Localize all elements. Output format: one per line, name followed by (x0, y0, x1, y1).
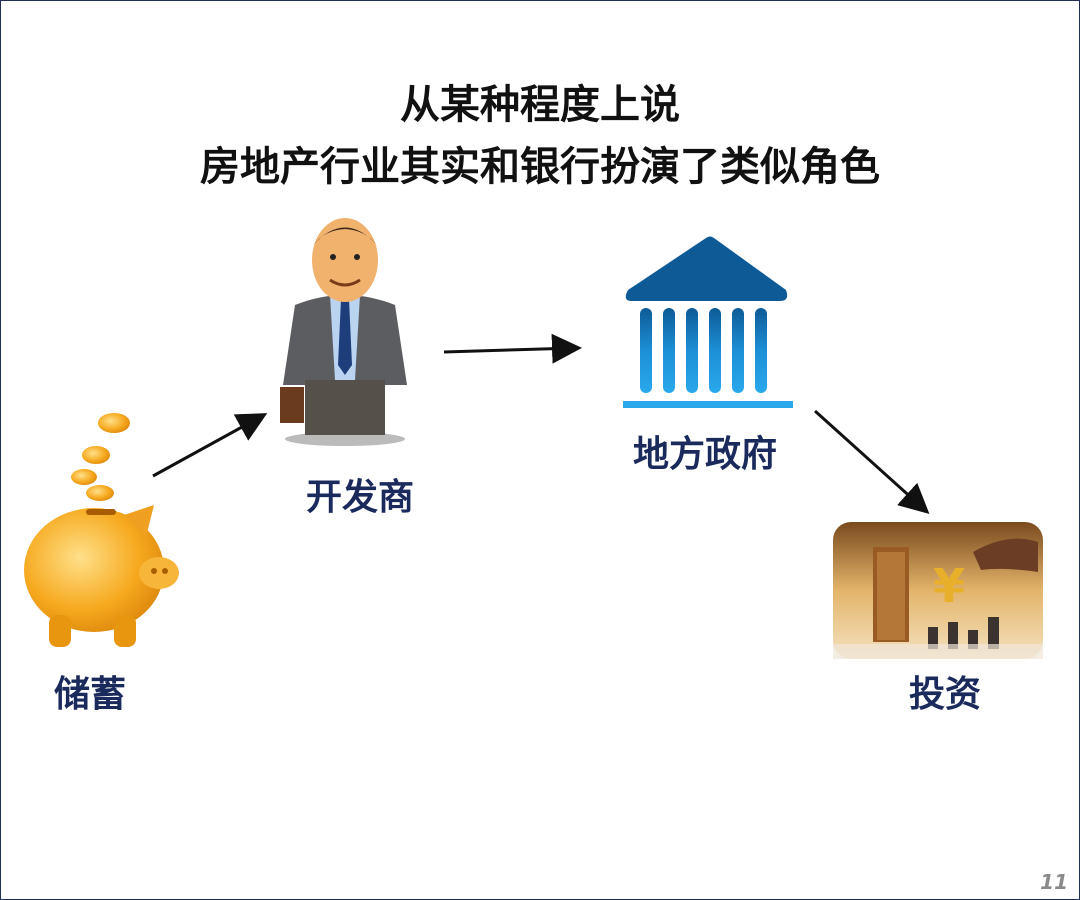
piggy-bank-icon (24, 413, 179, 647)
node-label-investment: 投资 (908, 674, 981, 715)
arrow-government-to-investment (813, 409, 930, 515)
title-line-2: 房地产行业其实和银行扮演了类似角色 (200, 144, 880, 190)
page-number: 11 (1040, 870, 1068, 894)
title-line-1: 从某种程度上说 (400, 82, 680, 128)
arrow-developer-to-government (443, 333, 582, 364)
node-label-developer: 开发商 (305, 477, 414, 518)
arrow-savings-to-developer (152, 413, 268, 478)
svg-text:¥: ¥ (933, 559, 965, 613)
node-label-local-government: 地方政府 (632, 434, 777, 475)
businessman-icon (280, 218, 407, 446)
government-building-icon (623, 236, 793, 408)
node-label-savings: 储蓄 (53, 674, 126, 715)
investment-icon: ¥ (833, 522, 1043, 659)
